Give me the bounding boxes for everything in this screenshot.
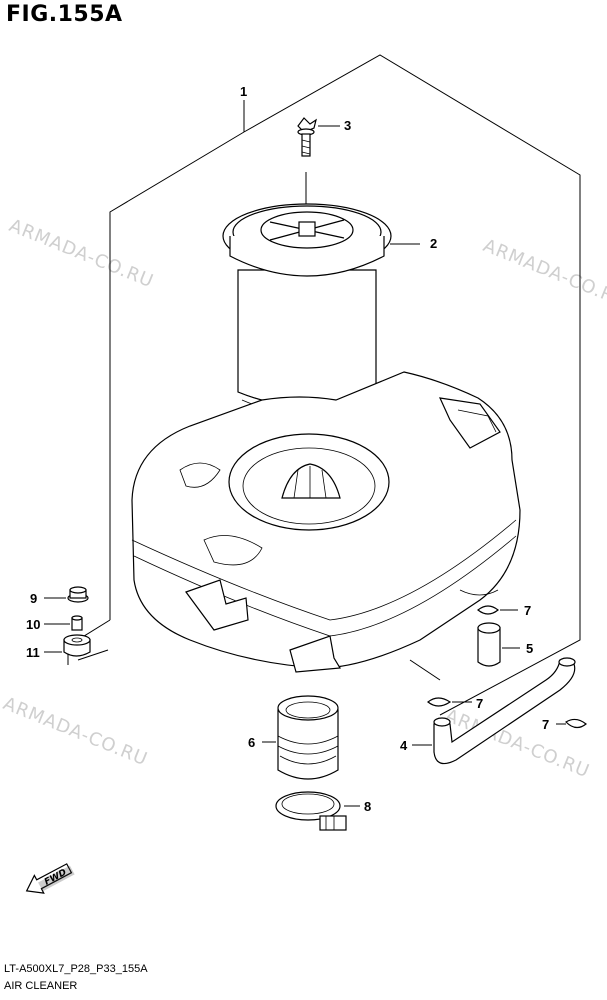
callout-6: 6 bbox=[248, 735, 255, 750]
clamp-part-7-c bbox=[556, 718, 587, 729]
callout-2: 2 bbox=[430, 236, 437, 251]
callout-4: 4 bbox=[400, 738, 408, 753]
assembly-bracket bbox=[67, 54, 581, 716]
watermark-4: ARMADA-CO.RU bbox=[0, 693, 151, 770]
breather-hose-part-4 bbox=[412, 657, 576, 765]
clamp-part-7-b bbox=[427, 697, 472, 707]
callout-labels: 1 3 2 9 10 11 7 5 7 7 6 4 8 bbox=[26, 84, 549, 814]
fwd-arrow-icon: FWD bbox=[25, 863, 75, 894]
air-cleaner-case-part-1 bbox=[131, 371, 521, 673]
drain-plug-part-5 bbox=[477, 622, 520, 667]
callout-11: 11 bbox=[26, 645, 40, 660]
figure-title: FIG.155A bbox=[6, 2, 123, 27]
filter-element-part-2 bbox=[222, 203, 420, 415]
callout-10: 10 bbox=[26, 617, 40, 632]
watermark-2: ARMADA-CO.RU bbox=[480, 235, 607, 312]
callout-5: 5 bbox=[526, 641, 533, 656]
callout-7-a: 7 bbox=[524, 603, 531, 618]
callout-9: 9 bbox=[30, 591, 37, 606]
model-code: LT-A500XL7_P28_P33_155A bbox=[4, 963, 148, 975]
callout-1: 1 bbox=[240, 84, 247, 99]
bolt-part-9 bbox=[44, 586, 89, 603]
grommet-part-11 bbox=[44, 634, 91, 657]
hose-clamp-part-8 bbox=[275, 791, 360, 831]
callout-8: 8 bbox=[364, 799, 371, 814]
collar-part-10 bbox=[44, 615, 83, 631]
section-name: AIR CLEANER bbox=[4, 980, 78, 992]
clamp-part-7-a bbox=[477, 605, 518, 615]
watermark-1: ARMADA-CO.RU bbox=[6, 215, 157, 292]
bolt-part-3 bbox=[297, 117, 340, 232]
callout-3: 3 bbox=[344, 118, 351, 133]
callout-7-b: 7 bbox=[476, 696, 483, 711]
callout-7-c: 7 bbox=[542, 717, 549, 732]
intake-boot-part-6 bbox=[262, 695, 339, 780]
